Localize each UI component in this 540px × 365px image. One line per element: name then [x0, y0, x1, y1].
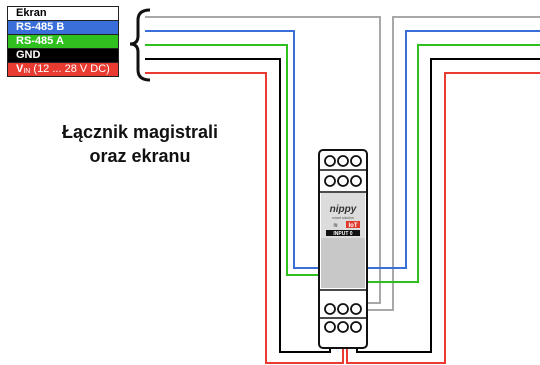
terminal-vin: [337, 321, 349, 333]
terminal-rs485a: [337, 303, 349, 315]
port-label: INPUT 0: [333, 231, 352, 237]
wire-vin-left: [145, 72, 344, 364]
device-tagline: smart solution: [332, 216, 354, 220]
terminal-shield: [350, 303, 362, 315]
wire-rs485a-left: [145, 44, 344, 303]
din-rail-module: nippy smart solution IoT ≋ INPUT 0: [318, 149, 368, 349]
device-logo-mark: ≋: [333, 222, 338, 229]
wire-rs485a-right: [346, 44, 540, 303]
iot-badge-label: IoT: [349, 223, 358, 229]
port-label-strip: [326, 230, 360, 236]
title-line-2: oraz ekranu: [89, 146, 191, 166]
terminal-screw: [337, 155, 349, 167]
legend-gnd: GND: [8, 49, 118, 63]
wire-shield-right: [357, 16, 540, 311]
legend-shield: Ekran: [8, 7, 118, 21]
title-line-1: Łącznik magistrali: [61, 122, 219, 142]
wire-gnd-left: [145, 58, 331, 353]
terminal-screw: [324, 155, 336, 167]
wire-gnd-right: [356, 58, 540, 353]
diagram-title: Łącznik magistrali oraz ekranu: [30, 120, 250, 168]
terminal-gnd: [324, 321, 336, 333]
wire-color-legend: Ekran RS-485 B RS-485 A GND VIN (12 ... …: [7, 6, 119, 77]
legend-rs485a: RS-485 A: [8, 35, 118, 49]
terminal-gnd-2: [350, 321, 362, 333]
iot-badge: [346, 221, 360, 228]
terminal-rs485b: [324, 303, 336, 315]
cable-bundle-brace: [129, 8, 151, 82]
terminal-screw: [350, 175, 362, 187]
wire-shield-left: [145, 16, 381, 304]
terminal-screw: [337, 175, 349, 187]
legend-vin: VIN (12 ... 28 V DC): [8, 63, 118, 76]
device-brand: nippy: [330, 204, 357, 215]
terminal-screw: [350, 155, 362, 167]
legend-rs485b: RS-485 B: [8, 21, 118, 35]
terminal-screw: [324, 175, 336, 187]
wire-vin-right: [346, 72, 540, 364]
